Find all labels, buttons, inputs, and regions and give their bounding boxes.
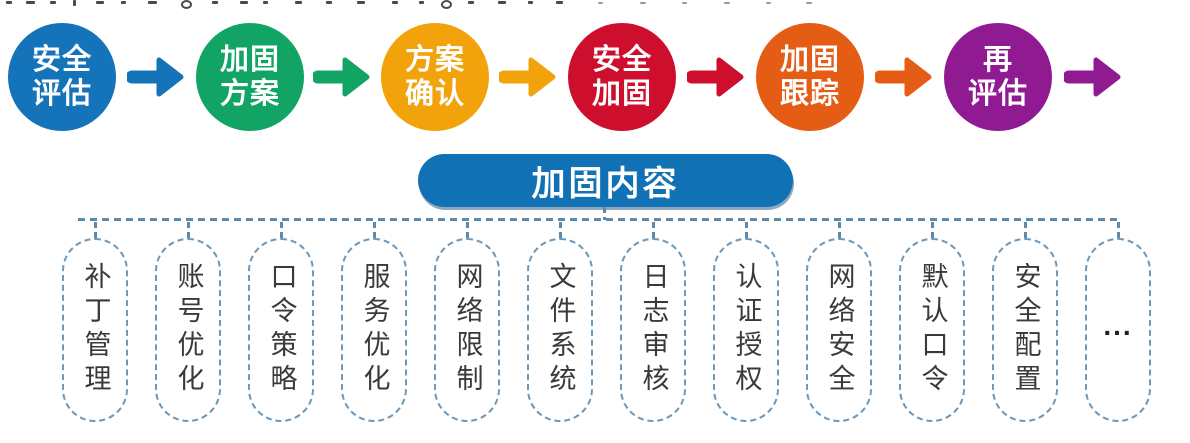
flow-step-plan-confirmation: 方案 确认	[381, 23, 489, 131]
hardening-item-file-system: 文件系统	[527, 238, 593, 422]
clipped-text-fragment	[468, 1, 474, 4]
hardening-item-authentication: 认证授权	[713, 238, 779, 422]
connector-stub	[745, 222, 748, 238]
clipped-text-fragment	[295, 1, 302, 4]
hardening-item-label: 日志审核	[638, 262, 669, 398]
flow-arrow-icon	[499, 54, 557, 100]
flow-arrow-icon	[313, 54, 371, 100]
clipped-text-fragment	[26, 1, 35, 4]
clipped-text-fragment	[240, 1, 248, 4]
clipped-text-fragment	[498, 1, 506, 4]
hardening-item-label: 账号优化	[173, 262, 204, 398]
hardening-item-network-security: 网络安全	[806, 238, 872, 422]
flow-arrow-icon	[687, 54, 745, 100]
flow-step-label: 再	[982, 43, 1013, 76]
ellipsis-label: ...	[1103, 310, 1133, 341]
hardening-item-label: 网络限制	[452, 262, 483, 398]
hardening-item-label: 默认口令	[917, 262, 948, 398]
hardening-item-label: 认证授权	[731, 262, 762, 398]
hardening-item-label: 服务优化	[359, 262, 390, 398]
clipped-text-fragment	[598, 2, 603, 4]
flow-step-label: 跟踪	[779, 78, 840, 110]
connector-stub	[373, 222, 376, 238]
clipped-text-fragment	[556, 1, 563, 4]
clipped-text-fragment	[121, 1, 126, 4]
hardening-item-label: 网络安全	[824, 262, 855, 398]
clipped-text-fragment	[528, 1, 533, 4]
flow-step-label: 安全	[591, 43, 652, 76]
connector-horizontal-line	[78, 218, 1119, 221]
clipped-text-fragment	[682, 2, 687, 4]
hardening-item-label: 文件系统	[545, 262, 576, 398]
flow-step-label: 加固	[779, 43, 840, 76]
flow-step-hardening-tracking: 加固 跟踪	[756, 23, 864, 131]
clipped-text-fragment	[326, 1, 332, 4]
hardening-item-patch-management: 补丁管理	[62, 238, 128, 422]
clipped-text-fragment	[50, 1, 56, 4]
flow-step-label: 加固	[591, 78, 652, 110]
hardening-content-banner: 加固内容	[418, 154, 793, 207]
clipped-text-fragment	[640, 2, 646, 4]
hardening-item-service-optimization: 服务优化	[341, 238, 407, 422]
clipped-text-fragment	[441, 0, 452, 9]
flow-step-label: 安全	[31, 43, 92, 76]
clipped-text-fragment	[357, 1, 365, 4]
clipped-text-fragment	[724, 2, 730, 4]
flow-step-label: 方案	[219, 78, 280, 110]
clipped-text-fragment	[73, 0, 76, 6]
flow-step-label: 加固	[219, 43, 280, 76]
connector-stub	[280, 222, 283, 238]
connector-stub	[838, 222, 841, 238]
flow-arrow-icon	[127, 54, 185, 100]
flow-arrow-icon	[875, 54, 933, 100]
hardening-item-security-configuration: 安全配置	[992, 238, 1058, 422]
clipped-text-fragment	[181, 0, 192, 9]
hardening-item-log-audit: 日志审核	[620, 238, 686, 422]
clipped-text-fragment	[419, 1, 424, 4]
hardening-item-ellipsis: ...	[1085, 238, 1151, 422]
clipped-text-fragment	[6, 1, 12, 4]
connector-stub	[652, 222, 655, 238]
hardening-item-network-restriction: 网络限制	[434, 238, 500, 422]
connector-stub	[94, 222, 97, 238]
hardening-item-label: 补丁管理	[80, 262, 111, 398]
flow-step-security-assessment: 安全 评估	[8, 23, 116, 131]
clipped-text-fragment	[263, 1, 268, 4]
flow-step-label: 评估	[31, 78, 92, 110]
hardening-item-account-optimization: 账号优化	[155, 238, 221, 422]
connector-stub	[1024, 222, 1027, 238]
clipped-text-fragment	[392, 1, 398, 4]
hardening-item-label: 口令策略	[266, 262, 297, 398]
flow-step-label: 确认	[404, 78, 465, 110]
hardening-item-label: 安全配置	[1010, 262, 1041, 398]
flow-step-security-hardening: 安全 加固	[568, 23, 676, 131]
flow-step-hardening-plan: 加固 方案	[196, 23, 304, 131]
connector-stub	[187, 222, 190, 238]
connector-stub	[1117, 222, 1120, 238]
connector-stub	[466, 222, 469, 238]
clipped-text-fragment	[212, 1, 218, 4]
flow-step-label: 评估	[967, 78, 1028, 110]
clipped-text-fragment	[148, 1, 157, 4]
clipped-text-fragment	[96, 1, 104, 4]
flow-arrow-icon	[1064, 54, 1122, 100]
flow-step-label: 方案	[404, 43, 465, 76]
hardening-item-default-password: 默认口令	[899, 238, 965, 422]
clipped-text-fragment	[766, 2, 771, 4]
hardening-item-password-policy: 口令策略	[248, 238, 314, 422]
banner-label: 加固内容	[531, 165, 680, 203]
connector-stub	[931, 222, 934, 238]
connector-banner-stub	[603, 207, 606, 220]
connector-stub	[559, 222, 562, 238]
flow-step-reassessment: 再 评估	[944, 23, 1052, 131]
clipped-text-fragment	[806, 2, 812, 4]
